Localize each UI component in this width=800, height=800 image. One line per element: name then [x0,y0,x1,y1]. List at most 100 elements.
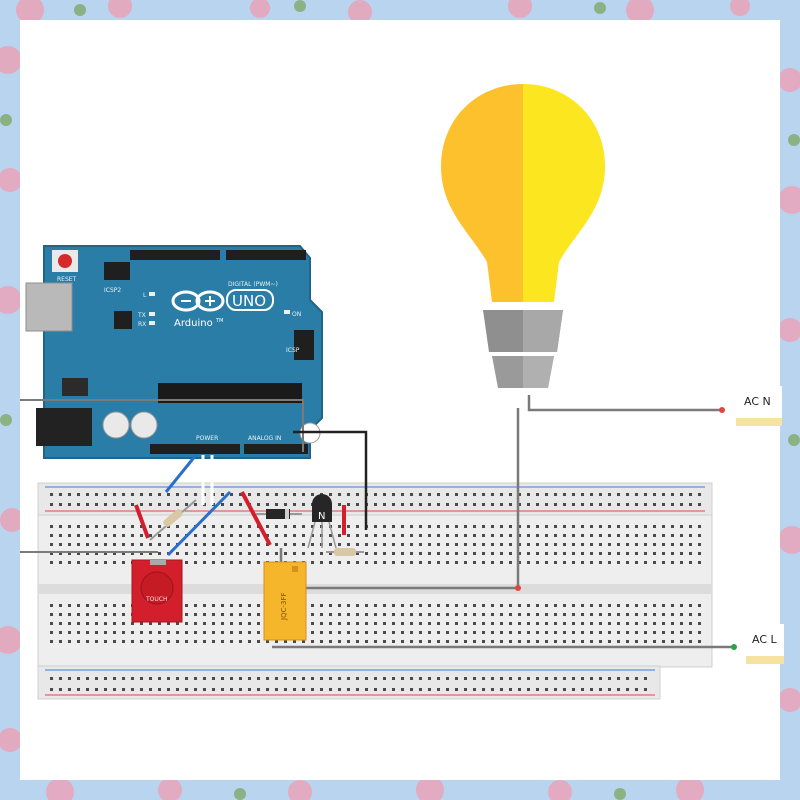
breadboard-hole [158,631,161,634]
breadboard-hole [653,622,656,625]
breadboard-hole [239,604,242,607]
breadboard-hole [590,688,593,691]
breadboard-hole [374,561,377,564]
ac-l-tag: AC L [746,624,784,664]
breadboard-hole [500,604,503,607]
breadboard-hole [374,640,377,643]
breadboard-hole [221,613,224,616]
breadboard-hole [671,622,674,625]
breadboard-hole [194,493,197,496]
breadboard-hole [77,525,80,528]
breadboard-hole [419,613,422,616]
breadboard-hole [203,604,206,607]
breadboard-hole [293,493,296,496]
breadboard-hole [554,622,557,625]
breadboard-hole [356,677,359,680]
breadboard-hole [599,561,602,564]
breadboard-hole [230,503,233,506]
breadboard-hole [464,640,467,643]
breadboard-hole [545,677,548,680]
breadboard-hole [608,631,611,634]
breadboard-hole [329,677,332,680]
breadboard-hole [527,525,530,528]
breadboard-hole [230,677,233,680]
breadboard-hole [626,503,629,506]
breadboard-hole [104,613,107,616]
breadboard-hole [500,688,503,691]
breadboard-hole [653,640,656,643]
breadboard-hole [545,613,548,616]
breadboard-hole [500,622,503,625]
breadboard-hole [662,604,665,607]
breadboard-hole [509,525,512,528]
breadboard-hole [311,552,314,555]
breadboard-hole [410,688,413,691]
breadboard-hole [401,543,404,546]
breadboard-hole [653,534,656,537]
breadboard-hole [644,677,647,680]
breadboard-hole [689,503,692,506]
breadboard-hole [509,543,512,546]
breadboard-hole [527,552,530,555]
breadboard-hole [329,534,332,537]
breadboard-hole [419,561,422,564]
breadboard-hole [149,622,152,625]
breadboard-hole [581,622,584,625]
breadboard-hole [419,503,422,506]
breadboard-hole [635,631,638,634]
breadboard-hole [392,552,395,555]
breadboard-hole [59,613,62,616]
breadboard-hole [365,631,368,634]
breadboard-hole [581,525,584,528]
breadboard-hole [671,604,674,607]
breadboard-hole [239,503,242,506]
breadboard-hole [590,493,593,496]
breadboard-hole [689,613,692,616]
breadboard-hole [500,503,503,506]
breadboard-hole [401,604,404,607]
breadboard-hole [590,622,593,625]
breadboard-hole [275,503,278,506]
breadboard-hole [410,552,413,555]
breadboard-hole [428,552,431,555]
breadboard-hole [383,631,386,634]
breadboard-hole [59,604,62,607]
breadboard-hole [491,622,494,625]
breadboard-hole [590,561,593,564]
breadboard-hole [527,613,530,616]
breadboard-hole [581,613,584,616]
breadboard-hole [680,543,683,546]
breadboard-hole [338,688,341,691]
breadboard-hole [338,622,341,625]
breadboard-hole [221,503,224,506]
breadboard-hole [356,622,359,625]
breadboard-hole [455,640,458,643]
breadboard-hole [455,493,458,496]
breadboard-hole [275,534,278,537]
breadboard-hole [122,493,125,496]
breadboard-hole [203,622,206,625]
breadboard-hole [608,622,611,625]
breadboard-hole [221,543,224,546]
breadboard-hole [545,604,548,607]
breadboard-hole [428,631,431,634]
breadboard-hole [446,503,449,506]
breadboard-hole [122,640,125,643]
breadboard-hole [149,640,152,643]
breadboard-hole [149,534,152,537]
breadboard-hole [455,631,458,634]
reset-button[interactable] [58,254,72,268]
breadboard-hole [257,503,260,506]
breadboard-hole [572,622,575,625]
breadboard-hole [311,561,314,564]
breadboard-hole [203,561,206,564]
breadboard-hole [536,640,539,643]
breadboard-hole [167,503,170,506]
breadboard-hole [230,552,233,555]
breadboard-hole [140,525,143,528]
breadboard-hole [374,493,377,496]
digital-label: DIGITAL (PWM~) [228,281,278,288]
breadboard-hole [464,543,467,546]
breadboard-hole [203,688,206,691]
breadboard-hole [284,677,287,680]
